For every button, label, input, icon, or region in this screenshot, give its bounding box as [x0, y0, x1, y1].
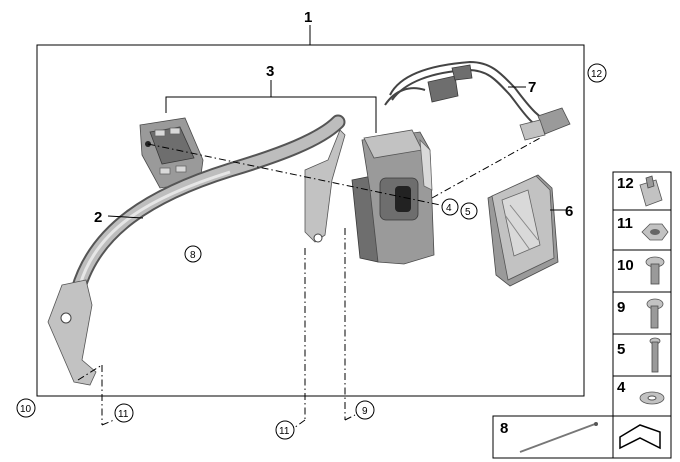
callout-12: 12: [587, 63, 607, 83]
label-7: 7: [528, 79, 536, 96]
label-1: 1: [304, 9, 312, 26]
callout-11-mid: 11: [275, 420, 295, 440]
legend-item-5: 5: [617, 337, 661, 373]
hex-nut-icon: [641, 223, 669, 241]
svg-text:4: 4: [446, 203, 452, 214]
cable-part: 7: [384, 60, 571, 141]
callout-11-left: 11: [114, 403, 134, 423]
bracket-3: 3: [165, 63, 377, 133]
assembly-lines: [77, 137, 541, 429]
adapter-plate-part: [139, 117, 204, 189]
legend-item-8: 8: [492, 415, 672, 459]
label-3: 3: [266, 63, 274, 80]
svg-text:10: 10: [617, 257, 634, 274]
legend-item-4: 4: [617, 379, 665, 405]
svg-text:8: 8: [500, 420, 508, 437]
legend-item-10: 10: [617, 256, 665, 285]
legend-item-11: 11: [617, 215, 669, 241]
label-2: 2: [94, 209, 102, 226]
symbol-icon: [619, 424, 661, 450]
svg-text:4: 4: [617, 379, 626, 396]
callout-4: 4: [441, 198, 459, 216]
clip-nut-icon: [639, 175, 663, 207]
callout-8: 8: [184, 245, 202, 263]
washer-icon: [639, 391, 665, 405]
svg-text:10: 10: [20, 404, 32, 415]
svg-text:11: 11: [617, 215, 633, 232]
svg-text:5: 5: [465, 207, 471, 218]
mounting-bar-part: 2: [47, 114, 346, 386]
torx-screw-icon: [646, 298, 664, 329]
legend-item-9: 9: [617, 298, 664, 329]
svg-text:9: 9: [617, 299, 625, 316]
cover-part: 6: [487, 174, 573, 287]
svg-text:9: 9: [362, 406, 368, 417]
svg-text:5: 5: [617, 341, 625, 358]
svg-text:11: 11: [118, 409, 129, 420]
callout-10: 10: [16, 398, 36, 418]
fastener-legend: 12 11 10 9: [612, 171, 672, 417]
legend-item-12: 12: [617, 175, 663, 207]
svg-text:12: 12: [591, 69, 603, 80]
svg-text:8: 8: [190, 250, 196, 261]
cable-tie-icon: [519, 422, 598, 453]
label-6: 6: [565, 203, 573, 220]
cradle-holder-part: [351, 129, 435, 265]
long-screw-icon: [649, 337, 661, 373]
torx-bolt-icon: [645, 256, 665, 285]
callout-9: 9: [355, 400, 375, 420]
callout-5: 5: [460, 202, 478, 220]
svg-text:11: 11: [279, 426, 290, 437]
svg-text:12: 12: [617, 175, 634, 192]
